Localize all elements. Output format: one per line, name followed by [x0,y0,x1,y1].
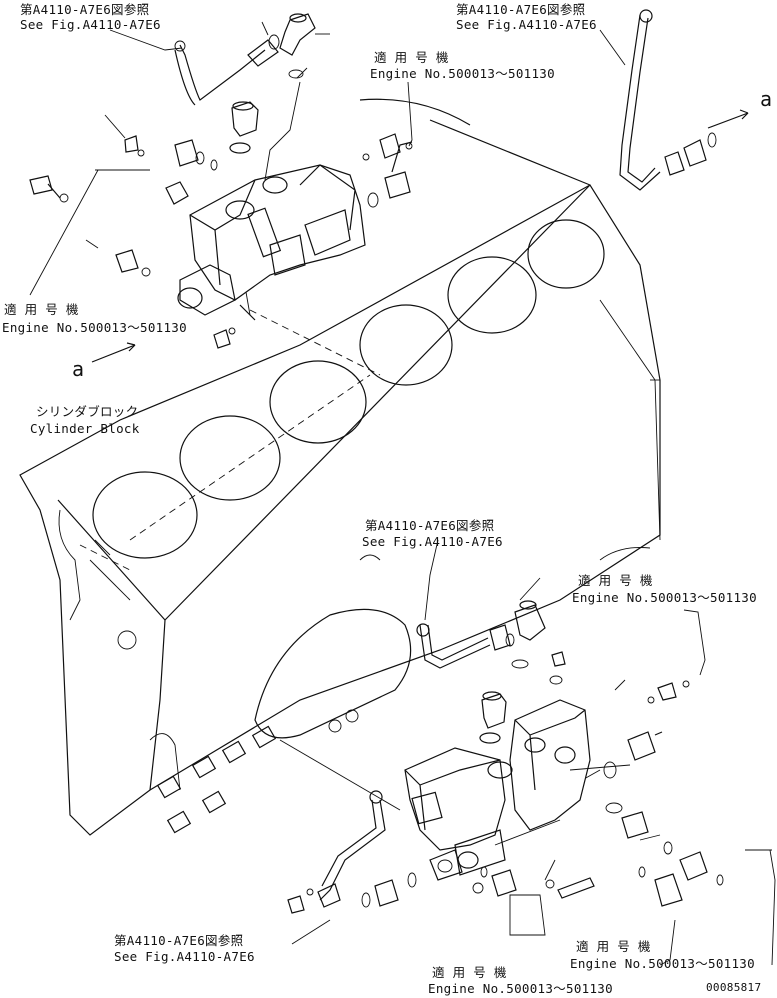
ref-label-top-left-jp: 第A4110-A7E6図参照 [20,2,150,17]
lower-valve-assembly [404,699,591,894]
view-marker-left: a [72,357,85,381]
view-arrow-left [91,342,136,363]
cylinder-bore-4 [359,304,453,386]
ref-label-mid-en: See Fig.A4110-A7E6 [362,534,503,549]
view-arrow-right [707,109,749,129]
applicability-top-mid-jp: 適 用 号 機 [374,50,449,65]
ref-label-top-right-en: See Fig.A4110-A7E6 [456,17,597,32]
applicability-right-mid-en: Engine No.500013～501130 [572,590,757,605]
top-right-pipe [619,9,717,191]
applicability-bottom-right-jp: 適 用 号 機 [576,939,651,954]
applicability-left-jp: 適 用 号 機 [4,302,79,317]
cylinder-bore-6 [527,219,605,289]
ref-label-top-left-en: See Fig.A4110-A7E6 [20,17,161,32]
applicability-right-mid-jp: 適 用 号 機 [578,573,653,588]
upper-small-parts [29,13,413,349]
cylinder-bore-5 [447,256,537,334]
ref-label-bottom-left-jp: 第A4110-A7E6図参照 [114,933,244,948]
ref-label-mid-jp: 第A4110-A7E6図参照 [365,518,495,533]
ref-label-top-right-jp: 第A4110-A7E6図参照 [456,2,586,17]
applicability-bottom-right-en: Engine No.500013～501130 [570,956,755,971]
applicability-bottom-mid-en: Engine No.500013～501130 [428,981,613,996]
cylinder-bore-2 [179,415,281,501]
side-plate [254,608,412,739]
cylinder-bore-3 [269,360,367,444]
cylinder-block-label-en: Cylinder Block [30,421,140,436]
cylinder-block-label-jp: シリンダブロック [36,404,139,419]
leader-lines [29,21,776,966]
cylinder-block [19,98,661,836]
upper-valve-assembly [177,164,366,321]
drawing-number: 00085817 [706,981,762,994]
applicability-bottom-mid-jp: 適 用 号 機 [432,965,507,980]
lower-small-parts [287,600,724,914]
applicability-left-en: Engine No.500013～501130 [2,320,187,335]
cylinder-bore-1 [92,471,198,559]
ref-label-bottom-left-en: See Fig.A4110-A7E6 [114,949,255,964]
applicability-top-mid-en: Engine No.500013～501130 [370,66,555,81]
view-marker-right: a [760,87,773,111]
